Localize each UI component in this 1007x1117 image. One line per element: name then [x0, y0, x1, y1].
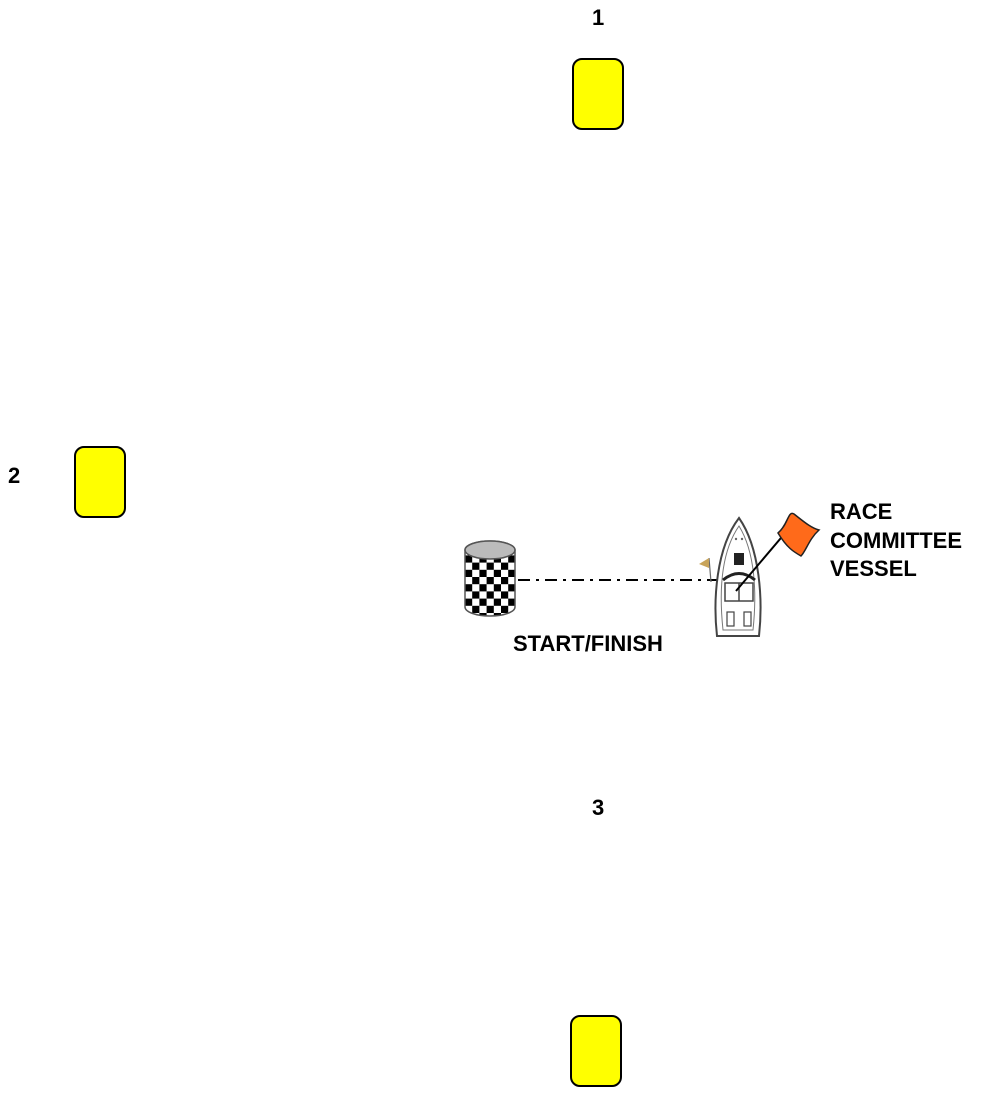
committee-vessel-label-line: COMMITTEE	[830, 527, 962, 553]
mark-3-label: 3	[592, 795, 605, 820]
mark-2-label: 2	[8, 463, 21, 488]
mark-1-label: 1	[592, 5, 605, 30]
committee-vessel-label-line: RACE	[830, 499, 893, 524]
checkered-buoy-icon	[464, 540, 516, 617]
start-finish-label: START/FINISH	[513, 631, 663, 656]
mark-2-buoy	[74, 446, 126, 518]
orange-flag-icon	[735, 512, 821, 592]
mark-1-buoy	[572, 58, 624, 130]
committee-vessel-label: RACE COMMITTEE VESSEL	[830, 498, 962, 584]
committee-vessel-label-line: VESSEL	[830, 556, 917, 582]
motor-boat-icon	[699, 516, 762, 637]
mark-3-buoy	[570, 1015, 622, 1087]
